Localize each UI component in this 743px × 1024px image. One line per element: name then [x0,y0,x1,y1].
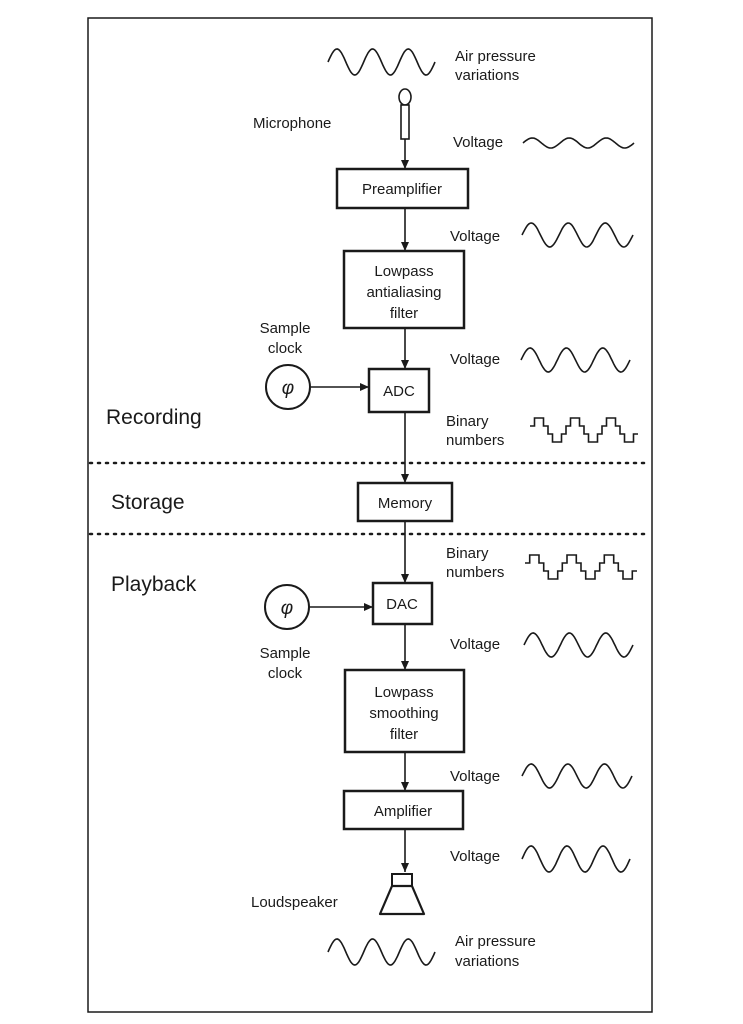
antialiasing-filter-label-line3: filter [390,305,418,322]
waveform-analog-icon [520,347,631,373]
sample-clock-top-label-line2: clock [268,340,303,357]
waveform-analog-icon [521,222,634,248]
signal-voltage-preamp: Voltage [450,222,634,248]
antialiasing-filter-label-line1: Lowpass [374,263,433,280]
signal-binary-memory: Binary numbers [446,545,637,581]
preamplifier-block: Preamplifier [335,167,470,210]
signal-label-line1: Air pressure [455,48,536,65]
signal-label-line1: Binary [446,545,489,562]
phi-symbol-icon: φ [281,598,293,619]
waveform-analog-icon [523,632,634,658]
sample-clock-top: φ [265,364,311,410]
signal-label-line2: variations [455,953,519,970]
signal-label: Voltage [450,636,500,653]
signal-label-line1: Binary [446,413,489,430]
signal-air-pressure-input: Air pressure variations [327,48,536,84]
signal-annotations: Air pressure variations Voltage Voltage … [327,48,638,970]
sample-clock-top-label-line1: Sample [260,320,311,337]
signal-voltage-filtered: Voltage [450,347,631,373]
waveform-analog-icon [521,845,631,873]
signal-voltage-smoothed: Voltage [450,763,633,789]
waveform-analog-icon [521,763,633,789]
waveform-stepped-icon [525,554,637,580]
memory-block: Memory [356,481,454,523]
loudspeaker-label: Loudspeaker [251,894,338,911]
signal-label: Voltage [450,228,500,245]
section-label-storage: Storage [111,491,185,514]
loudspeaker-icon [378,873,426,916]
signal-label: Voltage [450,768,500,785]
waveform-stepped-icon [530,417,638,443]
sample-clock-bottom-label-line2: clock [268,665,303,682]
smoothing-filter-label-line3: filter [390,726,418,743]
signal-air-pressure-output: Air pressure variations [327,933,536,970]
adc-block: ADC [367,367,431,414]
adc-label: ADC [383,383,415,400]
dac-block: DAC [371,581,434,626]
signal-label-line1: Air pressure [455,933,536,950]
memory-label: Memory [378,495,433,512]
signal-voltage-amplified: Voltage [450,845,631,873]
waveform-analog-icon [327,48,436,76]
preamplifier-label: Preamplifier [362,181,442,198]
dac-label: DAC [386,596,418,613]
signal-label: Voltage [450,351,500,368]
amplifier-label: Amplifier [374,803,432,820]
signal-binary-adc: Binary numbers [446,413,638,449]
waveform-analog-icon [522,137,635,149]
smoothing-filter-label-line1: Lowpass [374,684,433,701]
signal-label-line2: variations [455,67,519,84]
antialiasing-filter-label-line2: antialiasing [366,284,441,301]
microphone-label: Microphone [253,115,331,132]
section-label-recording: Recording [106,406,202,429]
signal-label: Voltage [450,848,500,865]
signal-label-line2: numbers [446,432,504,449]
phi-symbol-icon: φ [282,378,294,399]
waveform-analog-icon [327,938,436,966]
sample-clock-bottom: φ [264,584,310,630]
sample-clock-bottom-label-line1: Sample [260,645,311,662]
amplifier-block: Amplifier [342,789,465,831]
signal-label: Voltage [453,134,503,151]
signal-voltage-mic: Voltage [453,134,635,151]
diagram-frame [87,17,653,1013]
antialiasing-filter-block: Lowpass antialiasing filter [342,249,466,330]
section-label-playback: Playback [111,573,197,596]
microphone-icon [398,88,412,140]
smoothing-filter-block: Lowpass smoothing filter [343,668,466,754]
signal-label-line2: numbers [446,564,504,581]
smoothing-filter-label-line2: smoothing [369,705,438,722]
signal-voltage-dac: Voltage [450,632,634,658]
